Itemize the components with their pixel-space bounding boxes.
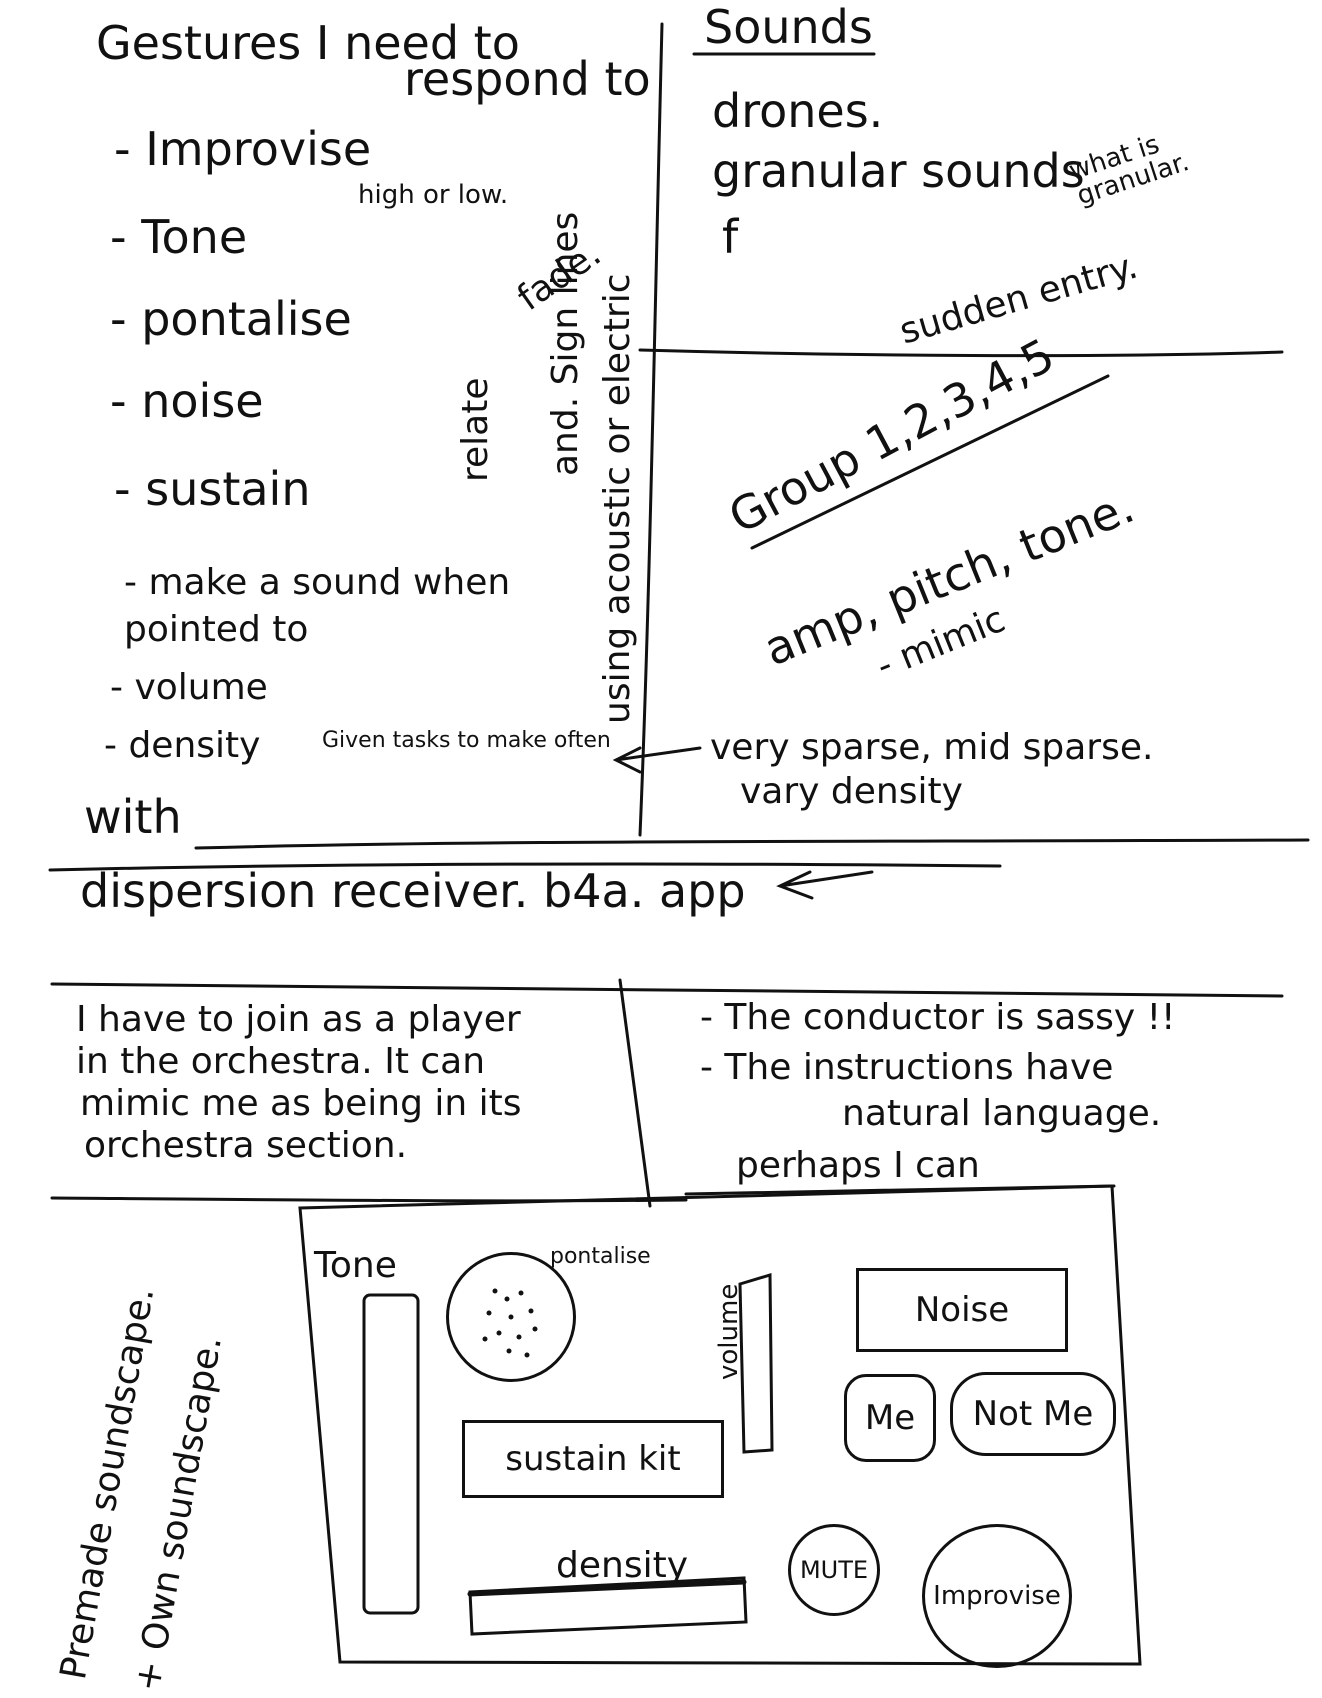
mockup-density-label: density xyxy=(556,1545,688,1586)
sound-item-drones: drones. xyxy=(712,84,884,138)
gestures-title: Gestures I need to xyxy=(96,16,520,70)
mockup-volume-label: volume xyxy=(714,1283,744,1380)
mockup-improvise-button[interactable]: Improvise xyxy=(922,1524,1072,1668)
gesture-item-label: volume xyxy=(134,667,268,708)
note-with: with xyxy=(84,790,182,844)
sound-item-granular: granular sounds xyxy=(712,144,1085,198)
mockup-me-button[interactable]: Me xyxy=(844,1374,936,1462)
note-given-tasks: Given tasks to make often xyxy=(322,728,611,753)
gesture-item-dash: - xyxy=(114,462,131,516)
note-acoustic-electric: using acoustic or electric xyxy=(597,273,638,724)
density-note-line1: very sparse, mid sparse. xyxy=(710,727,1154,768)
gesture-item-dash: - xyxy=(124,562,137,603)
gesture-item-pontalise: - pontalise xyxy=(110,296,352,342)
gesture-item-dash: - xyxy=(110,667,123,708)
gesture-item-improvise: - Improvise xyxy=(114,126,371,172)
gesture-item-tone: - Tone xyxy=(110,214,247,260)
conductor-note-line3: natural language. xyxy=(842,1093,1162,1134)
gesture-item-dash: - xyxy=(114,122,131,176)
mockup-not-me-button[interactable]: Not Me xyxy=(950,1372,1116,1456)
sounds-title: Sounds xyxy=(704,0,873,54)
density-note-line2: vary density xyxy=(740,771,963,812)
url-text: dispersion receiver. b4a. app xyxy=(80,864,746,918)
mockup-volume-slider[interactable] xyxy=(740,1276,772,1452)
gesture-item-label: Tone xyxy=(141,210,248,264)
gesture-item-label: density xyxy=(128,725,261,766)
gesture-item-label: noise xyxy=(141,374,264,428)
mockup-mute-button[interactable]: MUTE xyxy=(788,1524,880,1616)
note-and-sign-lines: and. Sign lines xyxy=(545,211,586,476)
gesture-item-density: - density xyxy=(104,728,260,764)
gesture-item-label: pontalise xyxy=(141,292,352,346)
mockup-tone-slider[interactable] xyxy=(364,1295,418,1613)
gesture-item-make-sound: - make a sound when pointed to xyxy=(124,560,604,654)
gesture-item-label: make a sound when pointed to xyxy=(124,562,511,650)
gesture-item-noise: - noise xyxy=(110,378,264,424)
sound-item-f: f xyxy=(722,210,739,264)
mockup-pontalise-label: pontalise xyxy=(550,1244,651,1269)
join-note-line1: I have to join as a player xyxy=(76,999,521,1040)
gesture-item-volume: - volume xyxy=(110,670,268,706)
gesture-item-sustain: - sustain xyxy=(114,466,310,512)
note-high-low: high or low. xyxy=(358,180,509,210)
gesture-item-dash: - xyxy=(110,374,127,428)
mockup-sustain-button[interactable]: sustain kit xyxy=(462,1420,724,1498)
gestures-title-line2: respond to xyxy=(404,52,651,106)
gesture-item-label: sustain xyxy=(145,462,311,516)
conductor-note-line1: - The conductor is sassy !! xyxy=(700,997,1176,1038)
mockup-tone-label: Tone xyxy=(314,1245,397,1286)
gesture-item-label: Improvise xyxy=(145,122,372,176)
gesture-item-dash: - xyxy=(110,292,127,346)
join-note-line4: orchestra section. xyxy=(84,1125,408,1166)
join-note-line3: mimic me as being in its xyxy=(80,1083,522,1124)
mockup-pontalise-pad[interactable] xyxy=(446,1252,576,1382)
mockup-noise-button[interactable]: Noise xyxy=(856,1268,1068,1352)
join-note-line2: in the orchestra. It can xyxy=(76,1041,486,1082)
note-relate: relate xyxy=(455,377,496,482)
conductor-note-line4: perhaps I can xyxy=(736,1145,980,1186)
conductor-note-line2: - The instructions have xyxy=(700,1047,1114,1088)
gesture-item-dash: - xyxy=(110,210,127,264)
gesture-item-dash: - xyxy=(104,725,117,766)
pontalise-dots-icon xyxy=(482,1288,538,1358)
mockup-density-slider[interactable] xyxy=(470,1580,746,1632)
